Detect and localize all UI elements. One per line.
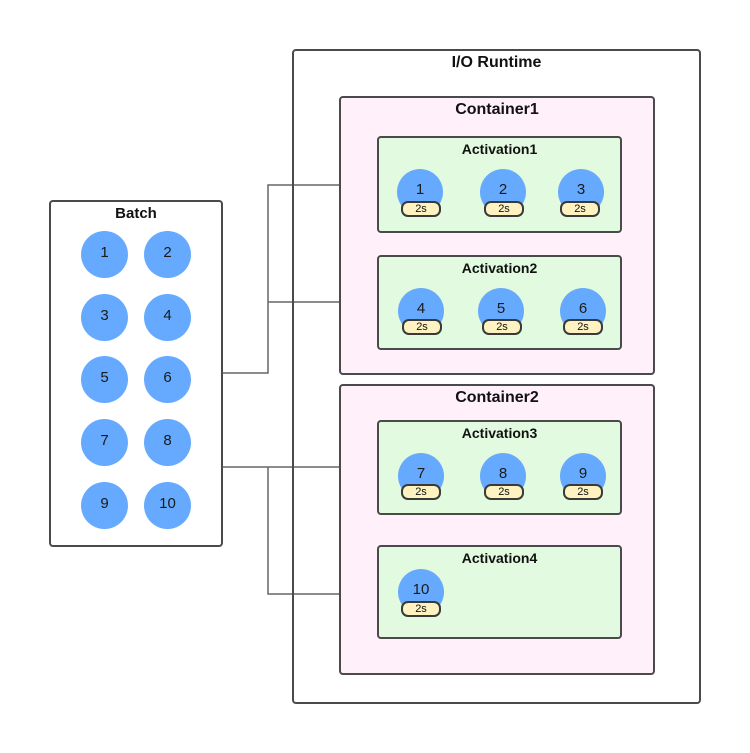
batch-item-label: 10 — [159, 495, 176, 512]
activation-item-label: 2 — [498, 181, 508, 198]
batch-item-label: 3 — [100, 307, 109, 324]
container-title: Container1 — [455, 101, 539, 118]
activation-title: Activation2 — [461, 260, 538, 276]
batch-item-label: 4 — [163, 307, 172, 324]
activation-title: Activation4 — [461, 550, 538, 566]
activation-item-label: 3 — [576, 181, 586, 198]
duration-badge: 2s — [484, 484, 524, 500]
activation-item-label: 8 — [498, 465, 508, 482]
duration-badge: 2s — [401, 601, 441, 617]
activation-item-label: 10 — [412, 581, 430, 598]
duration-badge: 2s — [560, 201, 600, 217]
batch-title: Batch — [115, 205, 157, 222]
batch-item-label: 5 — [100, 369, 109, 386]
batch-item-label: 1 — [100, 244, 109, 261]
duration-badge: 2s — [482, 319, 522, 335]
activation-title: Activation3 — [461, 425, 538, 441]
runtime-panel: I/O Runtime — [292, 49, 701, 704]
batch-item: 7 — [81, 419, 128, 466]
batch-item: 1 — [81, 231, 128, 278]
batch-item: 9 — [81, 482, 128, 529]
activation-item-label: 6 — [578, 300, 588, 317]
batch-item-label: 6 — [163, 369, 172, 386]
batch-item-label: 2 — [163, 244, 172, 261]
activation-item-label: 5 — [496, 300, 506, 317]
batch-item: 2 — [144, 231, 191, 278]
batch-item: 6 — [144, 356, 191, 403]
batch-item-label: 7 — [100, 432, 109, 449]
batch-item-label: 9 — [100, 495, 109, 512]
duration-badge: 2s — [401, 484, 441, 500]
duration-badge: 2s — [563, 484, 603, 500]
duration-badge: 2s — [484, 201, 524, 217]
activation-item-label: 7 — [416, 465, 426, 482]
runtime-title: I/O Runtime — [451, 54, 542, 71]
activation-item-label: 1 — [415, 181, 425, 198]
container-title: Container2 — [455, 389, 539, 406]
duration-badge: 2s — [563, 319, 603, 335]
activation-item-label: 9 — [578, 465, 588, 482]
batch-item: 8 — [144, 419, 191, 466]
batch-panel: Batch — [49, 200, 223, 547]
batch-item: 10 — [144, 482, 191, 529]
activation-item-label: 4 — [416, 300, 426, 317]
duration-badge: 2s — [401, 201, 441, 217]
batch-item-label: 8 — [163, 432, 172, 449]
batch-item: 4 — [144, 294, 191, 341]
batch-item: 3 — [81, 294, 128, 341]
activation-title: Activation1 — [461, 141, 538, 157]
duration-badge: 2s — [402, 319, 442, 335]
batch-item: 5 — [81, 356, 128, 403]
